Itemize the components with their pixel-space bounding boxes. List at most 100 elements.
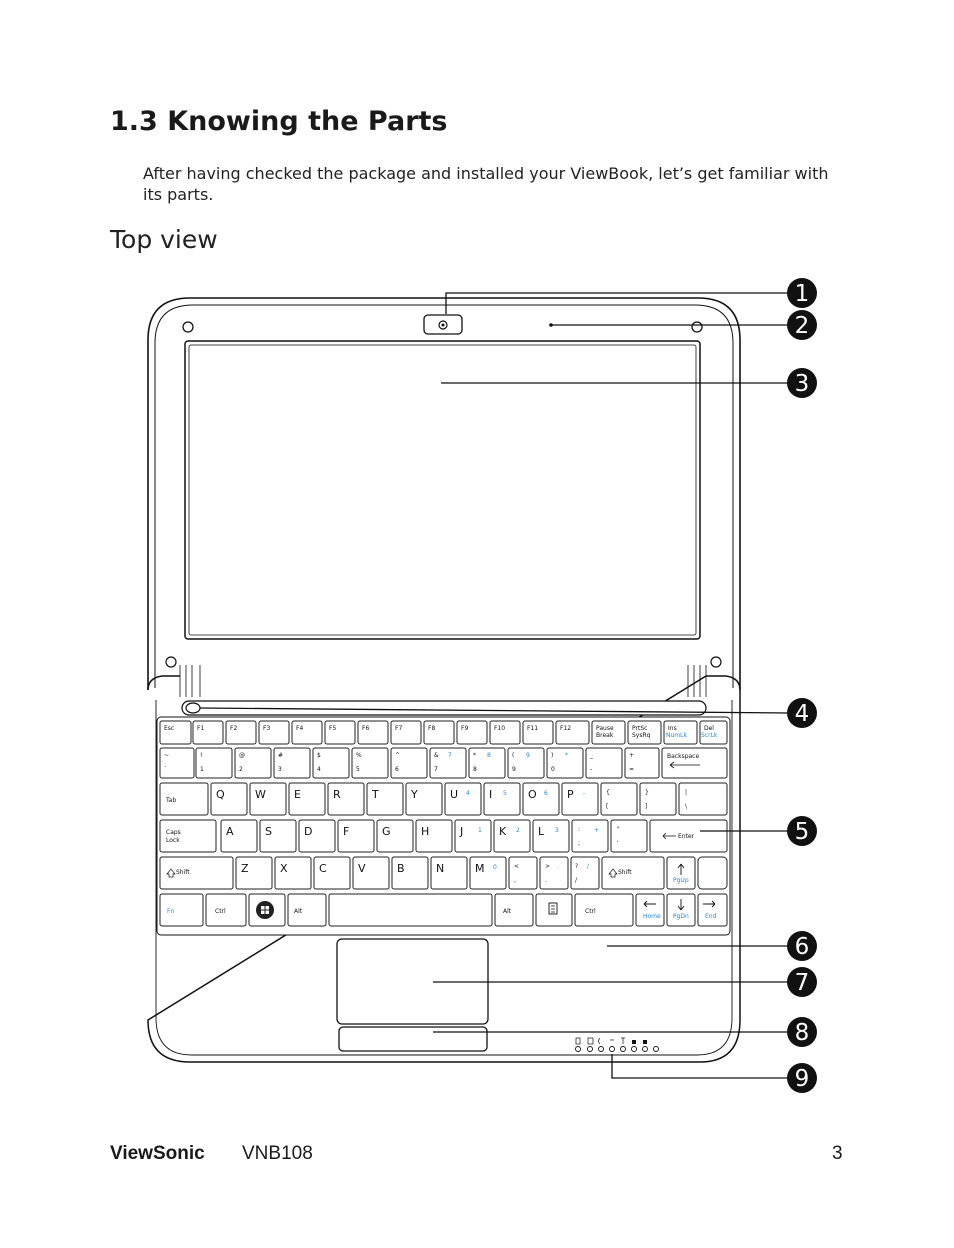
svg-text:3: 3 [278, 766, 282, 773]
svg-text:1: 1 [478, 827, 482, 834]
svg-text:Ins: Ins [668, 725, 677, 732]
svg-text:Shift: Shift [176, 869, 190, 876]
svg-text:8: 8 [795, 1020, 810, 1046]
svg-text:F10: F10 [494, 725, 505, 732]
svg-text:): ) [551, 752, 553, 759]
callout-2: 2 [787, 310, 817, 340]
svg-text:$: $ [317, 752, 321, 759]
svg-text:;: ; [578, 840, 580, 847]
svg-text:Ctrl: Ctrl [585, 908, 596, 915]
svg-text:7: 7 [795, 970, 810, 996]
callout-5: 5 [787, 816, 817, 846]
svg-text:/: / [587, 863, 590, 870]
svg-text:9: 9 [526, 752, 530, 759]
svg-text:7: 7 [448, 752, 452, 759]
svg-text:6: 6 [544, 790, 548, 797]
callout-leader-lines [199, 292, 789, 1079]
svg-text:F2: F2 [230, 725, 237, 732]
svg-text:?: ? [575, 863, 578, 870]
svg-text:%: % [356, 752, 362, 759]
svg-text:Lock: Lock [166, 837, 180, 844]
svg-text:7: 7 [434, 766, 438, 773]
svg-text:G: G [382, 825, 391, 838]
power-button [185, 702, 201, 714]
svg-text:Fn: Fn [167, 908, 174, 915]
footer-model: VNB108 [242, 1143, 313, 1164]
svg-text:Z: Z [241, 862, 249, 875]
svg-text:J: J [459, 825, 463, 838]
svg-text:(: ( [512, 752, 514, 759]
callout-6: 6 [787, 931, 817, 961]
svg-text:*: * [473, 752, 476, 759]
svg-text:F12: F12 [560, 725, 571, 732]
keyboard-bottom-row: Fn Ctrl Alt Alt Ctrl Home PgDn End [159, 893, 728, 927]
svg-text:/: / [575, 877, 578, 884]
svg-text:Pause: Pause [596, 725, 614, 732]
status-indicators [575, 1037, 659, 1052]
svg-text:~: ~ [164, 752, 169, 759]
svg-text:K: K [499, 825, 507, 838]
svg-text:Backspace: Backspace [667, 753, 699, 760]
svg-text:8: 8 [473, 766, 477, 773]
svg-text:!: ! [200, 752, 202, 759]
svg-text:': ' [617, 840, 619, 847]
subsection-title: Top view [110, 225, 218, 254]
svg-text:E: E [294, 788, 301, 801]
svg-text:=: = [629, 766, 634, 773]
svg-text:-: - [590, 766, 592, 773]
base-outline [147, 675, 741, 1063]
svg-text:I: I [489, 788, 492, 801]
svg-text:0: 0 [493, 864, 497, 871]
svg-text:_: _ [589, 752, 594, 759]
svg-text:Caps: Caps [166, 829, 181, 836]
svg-text:SysRq: SysRq [632, 732, 651, 739]
svg-text:P: P [567, 788, 574, 801]
svg-text:1: 1 [795, 281, 810, 307]
svg-text:": " [617, 826, 620, 833]
callout-3: 3 [787, 368, 817, 398]
lid-outline [147, 297, 741, 690]
svg-text:6: 6 [795, 934, 810, 960]
svg-text:2: 2 [795, 313, 810, 339]
svg-text:[: [ [606, 803, 608, 810]
lid-inner-outline [154, 304, 734, 688]
svg-text:Shift: Shift [618, 869, 632, 876]
svg-text:F9: F9 [461, 725, 468, 732]
svg-text:B: B [397, 862, 405, 875]
svg-text:5: 5 [795, 819, 810, 845]
svg-text:Ctrl: Ctrl [215, 908, 226, 915]
svg-text:4: 4 [795, 701, 810, 727]
svg-text:Tab: Tab [165, 797, 176, 804]
svg-text:Q: Q [216, 788, 225, 801]
svg-text:Enter: Enter [678, 833, 695, 840]
svg-text:L: L [538, 825, 545, 838]
svg-text:5: 5 [356, 766, 360, 773]
callout-9: 9 [787, 1063, 817, 1093]
keyboard-number-row: ~` !1 @2 #3 $4 %5 ^6 &77 *88 (99 )0* _- … [159, 747, 728, 779]
callout-7: 7 [787, 967, 817, 997]
svg-text:U: U [450, 788, 458, 801]
svg-text:Alt: Alt [294, 908, 303, 915]
callout-8: 8 [787, 1017, 817, 1047]
keyboard-function-row: Esc F1 F2 F3 F4 F5 F6 F7 F8 F9 F10 F11 F… [159, 720, 728, 745]
svg-text:2: 2 [516, 827, 520, 834]
svg-text:A: A [226, 825, 234, 838]
intro-paragraph: After having checked the package and ins… [143, 164, 829, 204]
svg-text:.: . [557, 863, 559, 870]
svg-text:9: 9 [795, 1066, 810, 1092]
svg-text:N: N [436, 862, 444, 875]
svg-text:V: V [358, 862, 366, 875]
svg-text:6: 6 [395, 766, 399, 773]
svg-text:PrtSc: PrtSc [632, 725, 647, 732]
svg-text:F7: F7 [395, 725, 402, 732]
svg-text:>: > [545, 863, 550, 870]
svg-text:#: # [278, 752, 283, 759]
svg-text:\: \ [685, 803, 688, 810]
svg-text:ScrLk: ScrLk [701, 732, 718, 739]
svg-text:<: < [514, 863, 519, 870]
svg-text:-: - [583, 790, 585, 797]
callout-4: 4 [787, 698, 817, 728]
svg-text:X: X [280, 862, 288, 875]
svg-text:End: End [705, 913, 717, 920]
